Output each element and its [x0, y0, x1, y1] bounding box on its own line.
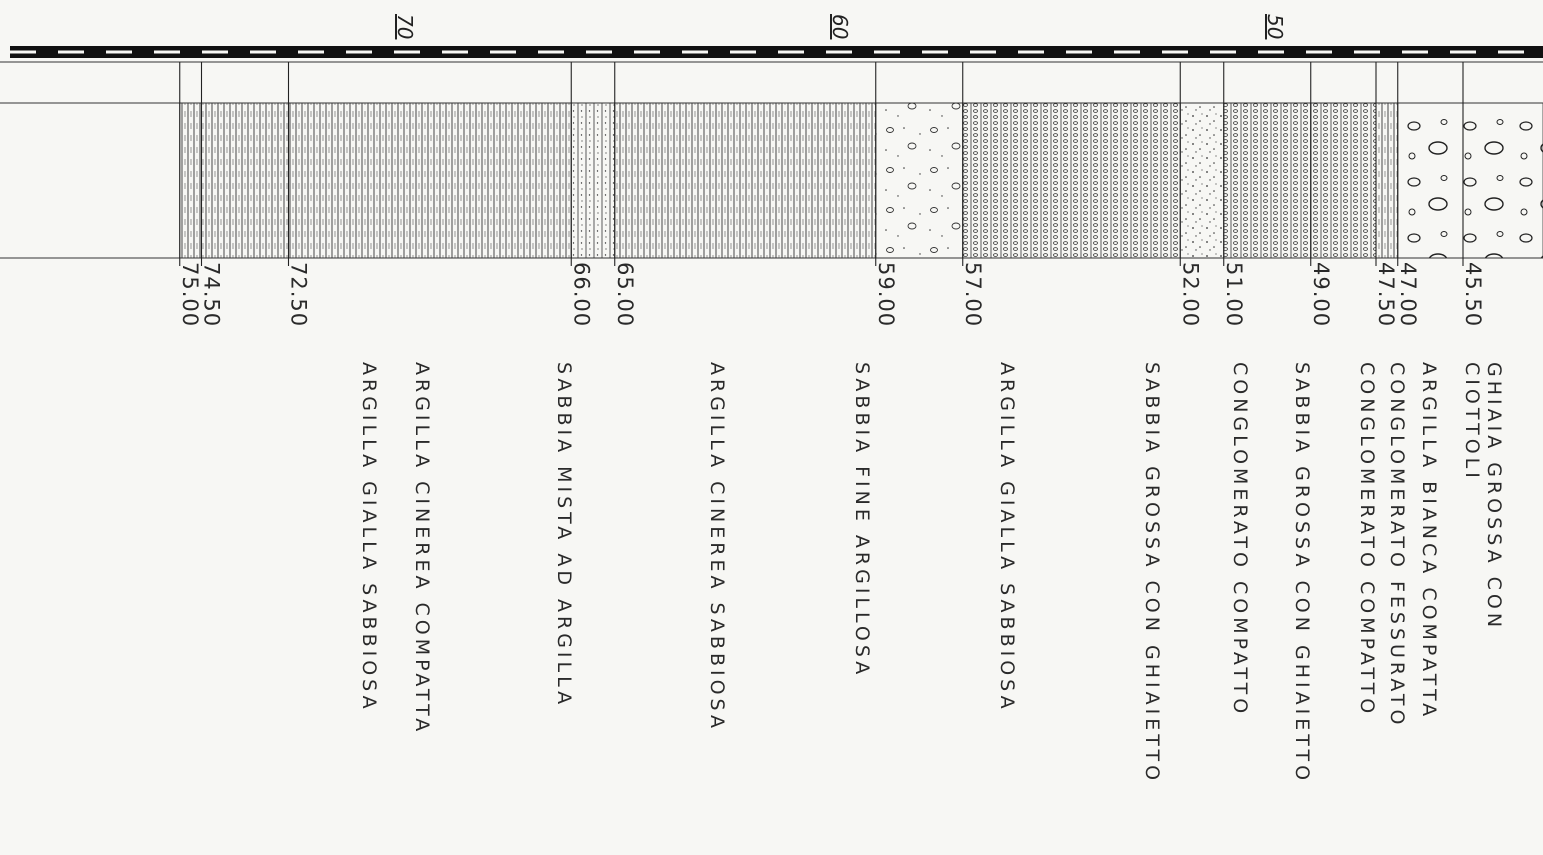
layer-description-6: SABBIA GROSSA CON GHIAIETTO — [1141, 362, 1163, 785]
layer-description-4: SABBIA GROSSA CON GHIAIETTO — [1291, 362, 1313, 785]
layer-8 — [570, 102, 616, 259]
depth-label-1: 47.00 — [1395, 262, 1420, 328]
layer-10 — [201, 102, 289, 259]
depth-label-0: 45.50 — [1461, 262, 1485, 328]
ruler-band — [10, 46, 1543, 58]
scale-mark-1: 70 — [393, 14, 418, 40]
layer-description-5: CONGLOMERATO COMPATTO — [1229, 362, 1251, 718]
layer-0 — [1397, 102, 1543, 259]
layer-9 — [288, 102, 572, 259]
depth-label-11: 74.50 — [199, 262, 224, 328]
layer-description-7: ARGILLA GIALLA SABBIOSA — [996, 362, 1018, 713]
depth-label-10: 72.50 — [286, 262, 311, 328]
depth-label-7: 59.00 — [873, 262, 898, 328]
layer-6 — [875, 102, 964, 259]
layer-3 — [1223, 102, 1312, 259]
layer-description-12: ARGILLA GIALLA SABBIOSA — [358, 362, 380, 713]
depth-label-2: 47.50 — [1374, 262, 1398, 328]
layer-11 — [179, 102, 202, 259]
scale-mark-3: 50 — [1263, 14, 1288, 40]
depth-label-9: 66.00 — [569, 262, 594, 328]
layer-5 — [962, 102, 1181, 259]
layer-description-3: CONGLOMERATO COMPATTO — [1356, 362, 1378, 718]
depth-label-4: 51.00 — [1221, 262, 1246, 328]
depth-label-3: 49.00 — [1308, 262, 1333, 328]
layer-description-cont-0: CIOTTOLI — [1461, 362, 1483, 482]
layer-description-0: GHIAIA GROSSA CON — [1483, 362, 1505, 632]
layer-description-2: CONGLOMERATO FESSURATO — [1386, 362, 1408, 729]
layer-description-1: ARGILLA BIANCA COMPATTA — [1418, 362, 1440, 721]
depth-label-5: 52.00 — [1178, 262, 1203, 328]
layer-description-8: SABBIA FINE ARGILLOSA — [851, 362, 873, 679]
layer-description-11: ARGILLA CINEREA COMPATTA — [411, 362, 433, 736]
scale-mark-2: 60 — [828, 14, 853, 40]
depth-label-12: 75.00 — [177, 262, 202, 328]
depth-label-6: 57.00 — [960, 262, 985, 328]
layer-7 — [614, 102, 877, 259]
depth-label-8: 65.00 — [612, 262, 637, 328]
layer-2 — [1310, 102, 1377, 259]
layer-description-10: SABBIA MISTA AD ARGILLA — [553, 362, 575, 709]
layer-4 — [1179, 102, 1225, 259]
layer-description-9: ARGILLA CINEREA SABBIOSA — [706, 362, 728, 732]
layer-1 — [1375, 102, 1399, 259]
